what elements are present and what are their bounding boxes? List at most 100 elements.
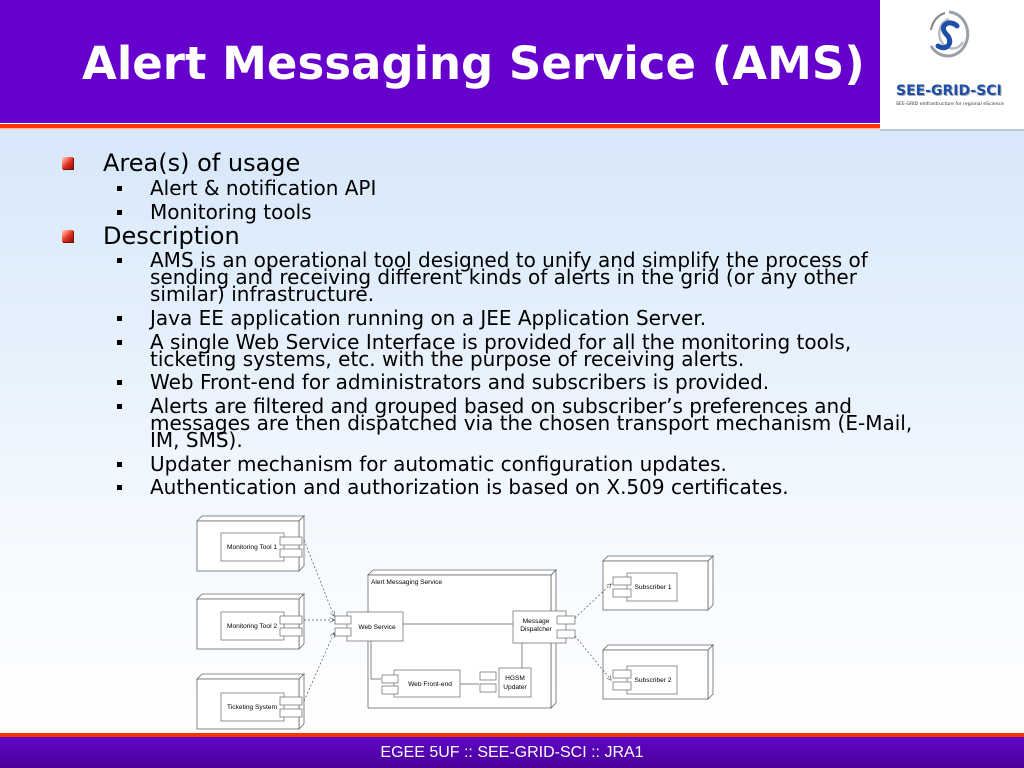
- footer-bar: EGEE 5UF :: SEE-GRID-SCI :: JRA1: [0, 737, 1024, 768]
- node-subscriber-2: Subscriber 2: [602, 644, 714, 700]
- section-heading-text: Description: [103, 222, 240, 250]
- component-web-frontend: Web Front-end: [381, 669, 461, 698]
- component-message-dispatcher: Message Dispatcher: [512, 610, 576, 644]
- component-tab: [479, 671, 497, 681]
- dependency-arrow-monitoring-tool-1: [303, 539, 334, 616]
- square-bullet-icon: [117, 462, 122, 467]
- list-item: A single Web Service Interface is provid…: [117, 332, 926, 369]
- component-box: [220, 532, 285, 562]
- component-tab: [279, 548, 303, 558]
- node-label-alert-messaging-service: Alert Messaging Service: [371, 579, 442, 586]
- list-item: Monitoring tools: [117, 202, 926, 222]
- list-item-text: Monitoring tools: [150, 200, 312, 224]
- node-subscriber-1: Subscriber 1: [602, 555, 714, 611]
- component-box: [626, 665, 678, 695]
- list-item-text: Updater mechanism for automatic configur…: [150, 452, 727, 476]
- component-tab: [279, 615, 303, 625]
- component-tab: [381, 674, 399, 684]
- list-item-text: A single Web Service Interface is provid…: [150, 330, 852, 371]
- logo-tagline: SEE-GRID eInfrastructure for regional eS…: [896, 102, 1004, 107]
- component-box: [498, 667, 532, 698]
- footer-accent-stripe: [0, 733, 1024, 737]
- component-tab: [556, 615, 576, 625]
- list-item: AMS is an operational tool designed to u…: [117, 250, 926, 304]
- list-item: Alerts are filtered and grouped based on…: [117, 396, 926, 450]
- logo-s-mark: [935, 20, 960, 51]
- component-web-service: Web Service: [334, 611, 404, 642]
- list-item-text: Alert & notification API: [150, 176, 377, 200]
- list-item: Authentication and authorization is base…: [117, 477, 926, 497]
- square-bullet-icon: [117, 380, 122, 385]
- section-heading-text: Area(s) of usage: [103, 149, 301, 177]
- component-box: [393, 669, 461, 698]
- component-tab: [612, 681, 632, 691]
- node-top-face: [196, 673, 305, 680]
- square-bullet-icon: [117, 258, 122, 263]
- component-box: [220, 611, 285, 641]
- logo-wordmark: SEE-GRID-SCI: [896, 83, 1002, 99]
- red-square-bullet-icon: [62, 157, 73, 169]
- component-label-ticketing-system: Ticketing System: [227, 704, 277, 711]
- component-tab: [612, 669, 632, 679]
- component-tab: [612, 576, 632, 586]
- component-tab: [279, 696, 303, 706]
- node-side-face: [707, 644, 714, 700]
- component-label-monitoring-tool-1: Monitoring Tool 1: [227, 544, 277, 551]
- component-tab: [279, 536, 303, 546]
- architecture-diagram: Monitoring Tool 1 Monitoring Tool 2 Tick…: [196, 515, 714, 730]
- logo-swirl-arc: [930, 12, 946, 31]
- list-item: Java EE application running on a JEE App…: [117, 308, 926, 328]
- component-tab: [279, 627, 303, 637]
- list-item-text: Java EE application running on a JEE App…: [150, 306, 707, 330]
- list-item: Updater mechanism for automatic configur…: [117, 454, 926, 474]
- node-monitoring-tool-1: Monitoring Tool 1: [196, 515, 305, 572]
- component-tab: [334, 615, 352, 625]
- section-heading-description: Description: [62, 222, 240, 250]
- component-label-message: Message: [523, 618, 550, 625]
- red-square-bullet-icon: [62, 230, 73, 242]
- list-item: Alert & notification API: [117, 178, 926, 198]
- list-item-text: Alerts are filtered and grouped based on…: [150, 394, 913, 452]
- list-item-text: Web Front-end for administrators and sub…: [150, 370, 770, 394]
- component-tab: [334, 627, 352, 637]
- component-box: [626, 572, 678, 602]
- title-bar: Alert Messaging Service (AMS): [0, 0, 880, 123]
- logo-swirl-outer: [929, 10, 970, 58]
- component-label-web-service: Web Service: [358, 624, 396, 631]
- component-label-subscriber-1: Subscriber 1: [634, 584, 671, 591]
- component-tab: [556, 629, 576, 639]
- component-box: [346, 611, 404, 642]
- connector-web-service-to-frontend: [370, 641, 381, 680]
- square-bullet-icon: [117, 485, 122, 490]
- list-item-text: Authentication and authorization is base…: [150, 475, 789, 499]
- footer-text: EGEE 5UF :: SEE-GRID-SCI :: JRA1: [380, 744, 644, 761]
- header-accent-stripe: [0, 123, 880, 130]
- node-top-face: [602, 555, 714, 562]
- component-tab: [279, 708, 303, 718]
- square-bullet-icon: [117, 404, 122, 409]
- logo-swirl-inner: [938, 17, 965, 50]
- component-label-subscriber-2: Subscriber 2: [634, 677, 671, 684]
- node-top-face: [196, 593, 305, 600]
- component-label-hgsm: HGSM: [505, 675, 525, 682]
- square-bullet-icon: [117, 316, 122, 321]
- component-tab: [479, 683, 497, 693]
- component-label-monitoring-tool-2: Monitoring Tool 2: [227, 623, 277, 630]
- node-top-face: [196, 515, 305, 522]
- component-label-dispatcher: Dispatcher: [520, 626, 552, 633]
- slide-title: Alert Messaging Service (AMS): [82, 37, 865, 90]
- node-ticketing-system: Ticketing System: [196, 673, 305, 730]
- component-label-web-frontend: Web Front-end: [408, 681, 452, 688]
- list-item: Web Front-end for administrators and sub…: [117, 372, 926, 392]
- node-monitoring-tool-2: Monitoring Tool 2: [196, 593, 305, 650]
- list-item-text: AMS is an operational tool designed to u…: [150, 248, 868, 306]
- dependency-arrow-ticketing-system: [303, 633, 334, 702]
- see-grid-sci-logo-icon: [929, 10, 970, 58]
- node-top-face: [602, 644, 714, 651]
- component-hgsm-updater: HGSM Updater: [479, 667, 532, 698]
- component-label-updater: Updater: [503, 684, 527, 691]
- component-box: [220, 692, 285, 722]
- component-tab: [381, 685, 399, 695]
- dependency-arrow-subscriber-2: [574, 635, 611, 680]
- logo-panel: SEE-GRID-SCI SEE-GRID eInfrastructure fo…: [880, 0, 1024, 131]
